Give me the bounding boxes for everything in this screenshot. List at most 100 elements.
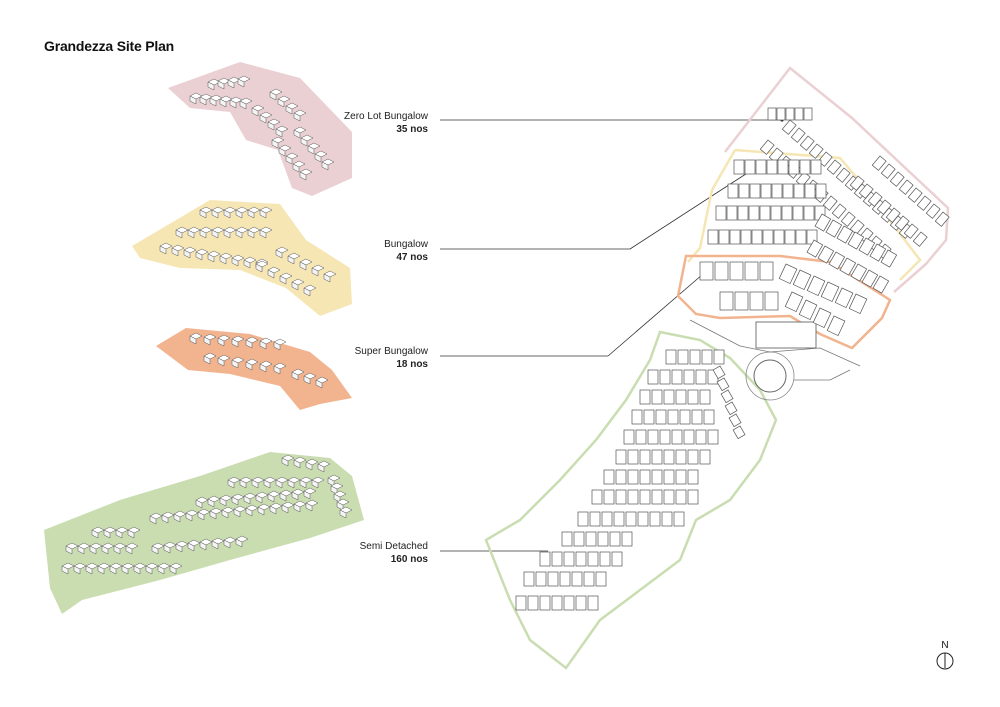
house-block-side [255,494,263,504]
house-block-side [125,545,133,555]
plot [615,469,627,485]
plot [729,261,744,281]
plot [625,511,637,527]
house-block-side [217,337,225,347]
house-block-side [171,247,179,257]
plot [880,249,898,268]
house-block-side [185,512,193,522]
plot [738,183,750,199]
plot [839,257,857,276]
plot [925,203,941,219]
plot [782,183,794,199]
house-block-side [199,229,207,239]
house-block-side [239,479,247,489]
plot [535,571,547,587]
house-block-side [275,128,283,138]
plot [744,261,759,281]
house-block-side [229,99,237,109]
plot [691,409,703,425]
house-block-side [217,357,225,367]
house-block-side [211,540,219,550]
plot [834,287,854,309]
house-block-side [235,229,243,239]
house-block-side [211,209,219,219]
house-block-side [209,510,217,520]
plot [563,595,575,611]
plot [707,429,719,445]
zone-name: Zero Lot Bungalow [344,111,428,122]
house-block-side [163,544,171,554]
house-block-side [231,257,239,267]
plot [713,349,725,365]
plot [627,449,639,465]
plot [734,291,749,311]
plot [699,449,711,465]
plot [858,237,876,256]
plot [764,291,779,311]
plot [561,531,573,547]
plot [712,365,726,380]
house-block-side [237,78,245,88]
plot [591,489,603,505]
house-block-side [173,513,181,523]
house-block-side [323,273,331,283]
house-block-side [247,209,255,219]
house-block-side [285,155,293,165]
page-title: Grandezza Site Plan [44,38,175,54]
plot [798,299,818,321]
house-block-side [217,80,225,90]
plot [880,163,896,179]
plot [651,449,663,465]
house-block-side [247,229,255,239]
plot [663,449,675,465]
plot [781,205,793,221]
zone-name: Bungalow [384,239,428,250]
house-block-side [305,461,313,471]
house-block-side [109,565,117,575]
house-block-side [227,79,235,89]
plot [762,229,774,245]
plot [806,275,826,297]
house-block-side [227,479,235,489]
plot [643,409,655,425]
house-block-side [315,379,323,389]
house-block-side [277,98,285,108]
master-plan [484,66,950,670]
house-block-side [61,565,69,575]
plot [814,213,832,232]
house-block-side [189,335,197,345]
house-block-side [303,490,311,500]
plot [639,489,651,505]
plot [727,183,739,199]
plot [635,429,647,445]
plot [639,469,651,485]
house-block-side [169,565,177,575]
plot [671,369,683,385]
plot [575,595,587,611]
plot [792,205,804,221]
plot [767,107,777,121]
plot [715,205,727,221]
plot [587,595,599,611]
plot [661,511,673,527]
house-block-side [321,161,329,171]
plot [744,159,756,175]
plot [621,531,633,547]
house-block-side [223,229,231,239]
plot [740,229,752,245]
plot [639,449,651,465]
house-block-side [195,499,203,509]
plot [527,595,539,611]
plot [615,489,627,505]
house-block-side [233,508,241,518]
plot [840,211,856,227]
plot [716,377,730,392]
plot [871,155,887,171]
plot [703,409,715,425]
house-block-side [65,545,73,555]
house-block-side [311,479,319,489]
plot [784,291,804,313]
plot [861,269,879,288]
zone-name: Super Bungalow [354,346,428,357]
